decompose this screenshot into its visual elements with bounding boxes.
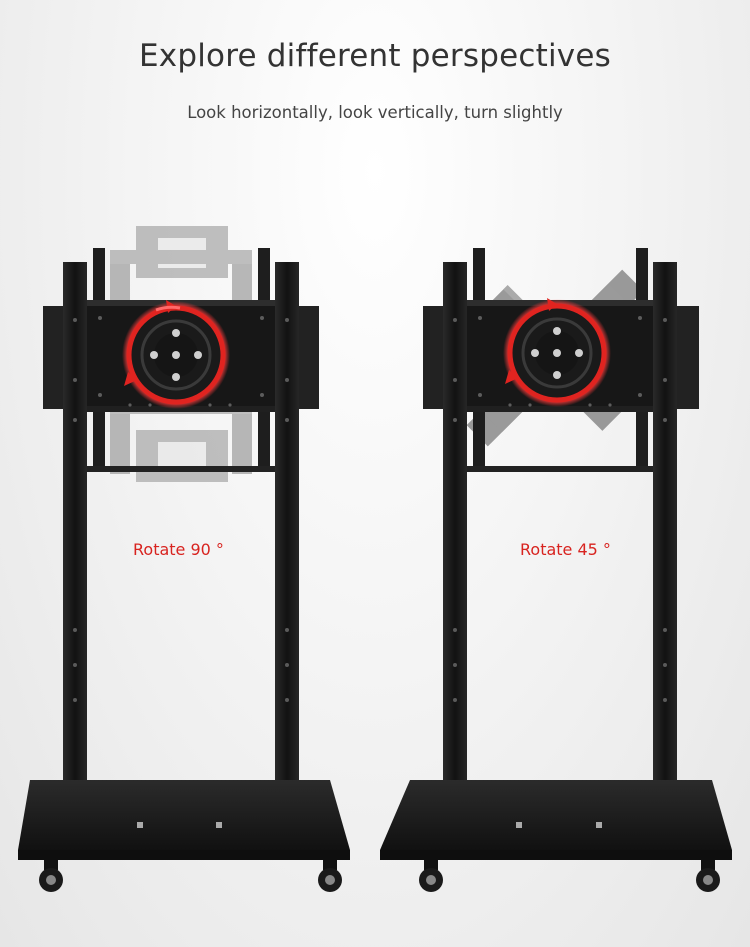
caster-wheel-icon [696, 860, 720, 892]
caster-wheel-icon [318, 860, 342, 892]
rotation-label-90: Rotate 90 ° [133, 540, 224, 559]
rotation-label-45: Rotate 45 ° [520, 540, 611, 559]
page-subtitle: Look horizontally, look vertically, turn… [187, 103, 563, 122]
caster-wheel-icon [419, 860, 443, 892]
caster-wheel-icon [39, 860, 63, 892]
rotation-disk [122, 300, 230, 409]
page-title: Explore different perspectives [139, 38, 611, 74]
rotation-disk [503, 298, 611, 407]
